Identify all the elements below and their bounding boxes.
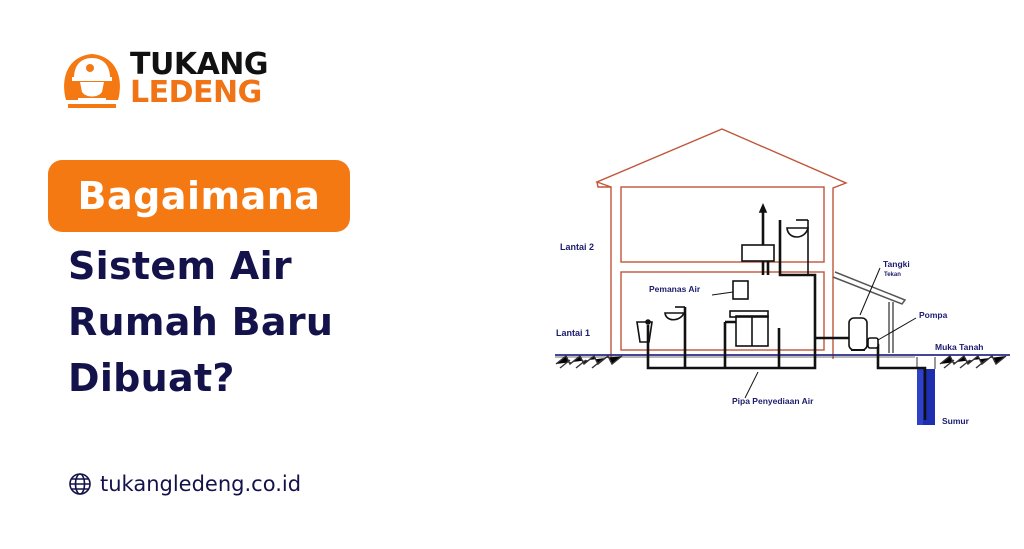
plumbing-diagram: Lantai 2 Lantai 1 Pemanas Air Pipa Penye… [555,128,1010,426]
label-ground: Muka Tanah [935,342,984,352]
worker-helmet-icon [64,54,120,108]
label-pump: Pompa [919,310,948,320]
globe-icon [69,473,91,495]
label-heater: Pemanas Air [649,284,701,294]
headline-line: Rumah Baru [68,300,334,344]
headline-line: Dibuat? [68,356,235,400]
headline-line: Sistem Air [68,244,292,288]
website-url: tukangledeng.co.id [100,472,302,496]
label-tank-1: Tangki [883,259,910,269]
label-well: Sumur [942,416,970,426]
brand-name-line2: LEDENG [130,75,262,110]
label-supply-pipe: Pipa Penyediaan Air [732,396,814,406]
label-floor1: Lantai 1 [556,328,590,338]
website-link[interactable]: tukangledeng.co.id [68,472,301,496]
headline-highlight-badge: Bagaimana [48,160,350,232]
house-outline [595,128,848,359]
label-floor2: Lantai 2 [560,242,594,252]
brand-logo: TUKANG LEDENG [60,47,269,110]
headline-highlight: Bagaimana [77,174,321,218]
page-title: Sistem Air Rumah Baru Dibuat? [68,238,333,406]
label-tank-2: Tekan [884,272,901,278]
brand-name-line1: TUKANG [130,47,269,83]
